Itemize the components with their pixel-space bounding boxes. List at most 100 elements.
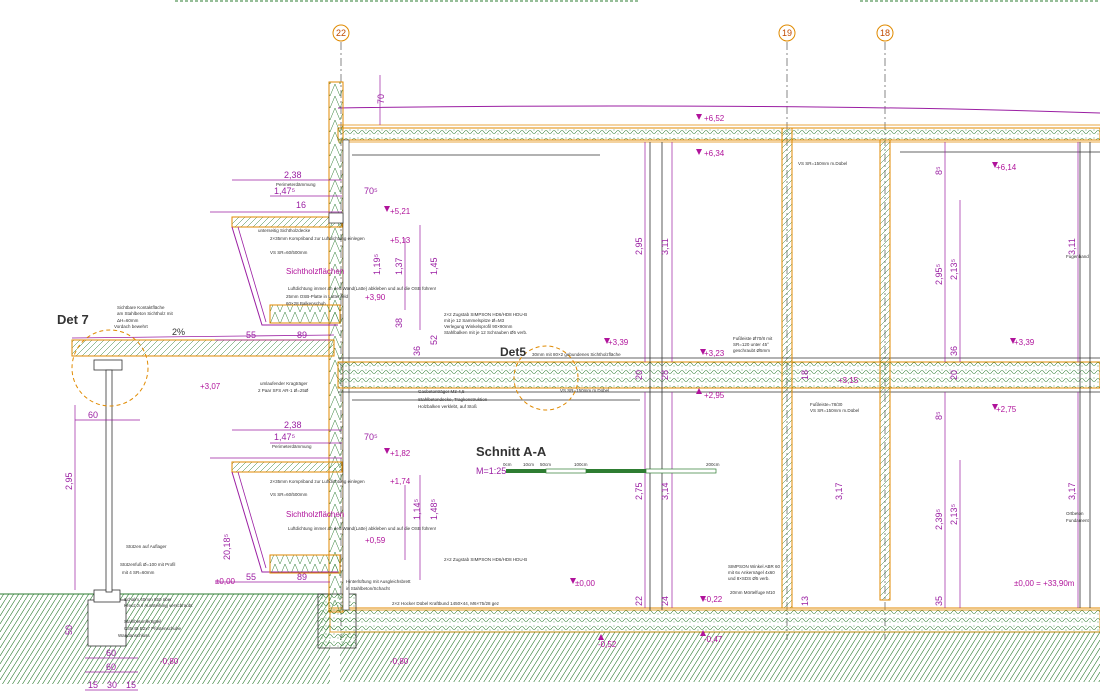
level-found-b: -0,52 bbox=[598, 640, 617, 649]
level-balc-low-mid: +1,74 bbox=[390, 477, 411, 486]
dim-35: 35 bbox=[934, 596, 944, 606]
dim-317r: 3,17 bbox=[1067, 482, 1077, 500]
axis-label-22: 22 bbox=[336, 28, 346, 38]
level-found-c: -0,47 bbox=[704, 635, 723, 644]
level-canopy: +3,07 bbox=[200, 382, 221, 391]
note-28: Stützen auf Auflager bbox=[126, 544, 167, 549]
section-title: Schnitt A-A bbox=[476, 444, 547, 459]
note-22: SIMPSON Winkel ABR 60 bbox=[728, 564, 781, 569]
scale-tick-3: 100cm bbox=[574, 462, 588, 467]
note-sicht-up: Sichtholzflächen bbox=[286, 267, 344, 276]
level-ground-neg: -0,22 bbox=[704, 595, 723, 604]
level-markers: +6,52 +6,34 +6,14 +5,21 +5,13 +3,90 +3,3… bbox=[160, 114, 1075, 666]
level-balc-up-top: +5,21 bbox=[390, 207, 411, 216]
note-29: Stützenfuß Ø=100 mit Profil bbox=[120, 562, 175, 567]
dim-52: 52 bbox=[429, 335, 439, 345]
dim-22: 22 bbox=[634, 596, 644, 606]
dim-2085: 20,18⁵ bbox=[222, 533, 232, 560]
dimension-texts: 2,38 1,47⁵ 70⁵ 16 2,38 1,47⁵ 70⁵ 70 2,95… bbox=[64, 94, 1077, 690]
scale-tick-4: 200cm bbox=[706, 462, 720, 467]
dim-60-b: 60 bbox=[106, 662, 116, 672]
note-39: Sichtbare Kontaktfläche bbox=[117, 305, 165, 310]
note-16: SR=120 unter 45° bbox=[733, 342, 769, 347]
dim-238-low: 2,38 bbox=[284, 420, 302, 430]
wall-foundation bbox=[317, 593, 357, 649]
dim-15b: 15 bbox=[126, 680, 136, 690]
level-balc-low-top: +1,82 bbox=[390, 449, 411, 458]
dim-295-left: 2,95 bbox=[64, 472, 74, 490]
dim-238-top: 2,38 bbox=[284, 170, 302, 180]
note-14: Holzbalken verklebt, auf Stoß bbox=[418, 404, 477, 409]
dim-60-left: 60 bbox=[88, 410, 98, 420]
scale-tick-2: 50cm bbox=[540, 462, 551, 467]
level-right-mid: +2,75 bbox=[996, 405, 1017, 414]
dim-85b: 8⁵ bbox=[934, 411, 944, 420]
note-1: unterseitig Sichtholzdecke bbox=[258, 228, 311, 233]
note-34: C35/45 B2x7 Pfostenschuhe bbox=[124, 626, 182, 631]
note-47: Fugenband bbox=[1066, 254, 1089, 259]
scale-label: M=1:25 bbox=[476, 466, 506, 476]
note-5: 25mm OSB-Platte in Lattenfeld bbox=[286, 294, 349, 299]
dim-15a: 15 bbox=[88, 680, 98, 690]
level-balc-low-under: +0,59 bbox=[365, 536, 386, 545]
note-perimeter-low: Perimeterdämmung bbox=[272, 444, 312, 449]
dim-13: 13 bbox=[800, 596, 810, 606]
note-41: ΔH=60mm bbox=[117, 318, 139, 323]
note-36: Hinterlüftung mit Ausgleichsbrett bbox=[346, 579, 411, 584]
dim-705-top: 70⁵ bbox=[364, 186, 378, 196]
level-under-floor: +2,95 bbox=[704, 391, 725, 400]
intermediate-floor bbox=[337, 357, 1100, 401]
dim-20b: 20 bbox=[949, 370, 959, 380]
dim-137: 1,37 bbox=[394, 257, 404, 275]
note-19: VS SR=150mm m.Dübel bbox=[560, 388, 609, 393]
note-2: 2×35mm Kompriband zur Luftdichtung einle… bbox=[270, 236, 365, 241]
dim-16: 16 bbox=[296, 200, 306, 210]
level-roof-top: +6,52 bbox=[704, 114, 725, 123]
note-23: mit 6x Ankernägel 4x60 bbox=[728, 570, 775, 575]
dim-314: 3,14 bbox=[660, 482, 670, 500]
dim-295-main: 2,95 bbox=[634, 237, 644, 255]
dim-705-low: 70⁵ bbox=[364, 432, 378, 442]
dim-311r: 3,11 bbox=[1067, 238, 1077, 255]
level-found-mid: -0,80 bbox=[390, 657, 409, 666]
note-27: 2 Paar SFS AR-1 Ø=25Ø bbox=[258, 388, 309, 393]
dim-145: 1,45 bbox=[429, 257, 439, 275]
dim-55-top: 55 bbox=[246, 330, 256, 340]
note-perimeter-up: Perimeterdämmung bbox=[276, 182, 316, 187]
level-found-left: -0,80 bbox=[160, 657, 179, 666]
annotations: Perimeterdämmung unterseitig Sichtholzde… bbox=[114, 161, 1090, 638]
level-floor-left: +3,39 bbox=[608, 338, 629, 347]
axis-bubble-18 bbox=[876, 24, 894, 42]
dim-20: 20 bbox=[634, 370, 644, 380]
note-44: Luftdichtung immer an den Wand(Latte) ab… bbox=[288, 526, 436, 531]
dim-147-low: 1,47⁵ bbox=[274, 432, 296, 442]
dim-2135b: 2,13⁵ bbox=[949, 503, 959, 525]
note-25: 20mm Mörtelfuge M10 bbox=[730, 590, 776, 595]
level-ground-left: ±0,00 bbox=[215, 577, 236, 586]
axis-label-19: 19 bbox=[782, 28, 792, 38]
level-roof-under: +6,34 bbox=[704, 149, 725, 158]
dim-38: 38 bbox=[394, 318, 404, 328]
note-24: und 8×SDS Ø5 verb. bbox=[728, 576, 770, 581]
note-17: geschraubt Ø5mm bbox=[733, 348, 770, 353]
scale-tick-1: 10cm bbox=[523, 462, 534, 467]
dim-70: 70 bbox=[376, 94, 386, 104]
interior-walls bbox=[649, 127, 1091, 610]
detail-label-det7: Det 7 bbox=[57, 312, 89, 327]
dim-28: 28 bbox=[660, 370, 670, 380]
detail-label-det5: Det5 bbox=[500, 345, 526, 359]
level-floor-right: +3,39 bbox=[1014, 338, 1035, 347]
dim-1145: 1,14⁵ bbox=[412, 498, 422, 520]
dim-2135: 2,13⁵ bbox=[949, 258, 959, 280]
ground bbox=[0, 589, 1100, 684]
dim-30: 30 bbox=[107, 680, 117, 690]
level-balc-up-mid: +5,13 bbox=[390, 236, 411, 245]
dim-18: 18 bbox=[800, 370, 810, 380]
level-right-top: +6,14 bbox=[996, 163, 1017, 172]
canopy-column bbox=[105, 369, 113, 593]
scale-tick-0: 0cm bbox=[503, 462, 512, 467]
note-11: 30mm mit 80×2 gebundenes Sichtholzfläche bbox=[532, 352, 621, 357]
note-10: Stahlbalken mit je 12 Schrauben Ø5 verb. bbox=[444, 330, 527, 335]
note-32: Kreuz zur Aussteifung verschraubt bbox=[124, 603, 193, 608]
